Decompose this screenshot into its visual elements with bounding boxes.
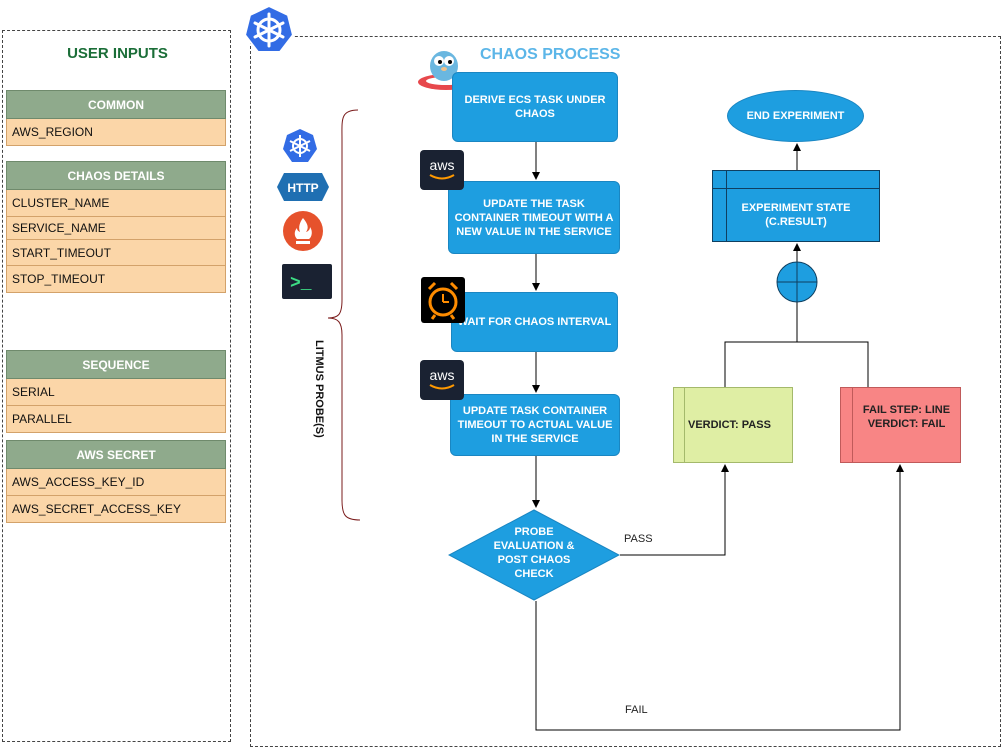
decision-label: PROBE EVALUATION & POST CHAOS CHECK bbox=[493, 526, 575, 580]
experiment-state: EXPERIMENT STATE (C.RESULT) bbox=[712, 170, 880, 242]
input-item: AWS_REGION bbox=[6, 119, 226, 146]
group-common: COMMON AWS_REGION bbox=[6, 90, 226, 146]
alarm-clock-icon bbox=[421, 277, 465, 323]
edge-label-pass: PASS bbox=[624, 533, 653, 545]
divider bbox=[712, 188, 880, 189]
terminal-icon: >_ bbox=[282, 264, 332, 299]
input-item: START_TIMEOUT bbox=[6, 240, 226, 266]
step-wait-interval: WAIT FOR CHAOS INTERVAL bbox=[451, 292, 618, 352]
verdict-fail-result: VERDICT: FAIL bbox=[867, 418, 946, 430]
input-item: AWS_SECRET_ACCESS_KEY bbox=[6, 496, 226, 523]
input-item: SERVICE_NAME bbox=[6, 217, 226, 240]
http-icon: HTTP bbox=[276, 172, 330, 202]
group-header: COMMON bbox=[6, 90, 226, 119]
user-inputs-panel: USER INPUTS bbox=[2, 30, 231, 742]
kubernetes-icon bbox=[282, 128, 318, 164]
verdict-pass: VERDICT: PASS bbox=[673, 387, 793, 463]
group-header: CHAOS DETAILS bbox=[6, 161, 226, 190]
terminal-icon-text: >_ bbox=[290, 274, 312, 294]
experiment-state-label: EXPERIMENT STATE (C.RESULT) bbox=[712, 170, 880, 242]
step-revert-timeout: UPDATE TASK CONTAINER TIMEOUT TO ACTUAL … bbox=[450, 394, 620, 456]
chaos-process-title: CHAOS PROCESS bbox=[480, 46, 621, 63]
http-icon-text: HTTP bbox=[287, 181, 318, 195]
group-sequence: SEQUENCE SERIAL PARALLEL bbox=[6, 350, 226, 433]
step-derive-task: DERIVE ECS TASK UNDER CHAOS bbox=[452, 72, 618, 142]
prometheus-icon bbox=[282, 210, 324, 252]
divider bbox=[684, 387, 685, 463]
step-update-timeout: UPDATE THE TASK CONTAINER TIMEOUT WITH A… bbox=[448, 181, 620, 254]
group-chaos-details: CHAOS DETAILS CLUSTER_NAME SERVICE_NAME … bbox=[6, 161, 226, 293]
verdict-fail: FAIL STEP: LINE VERDICT: FAIL bbox=[840, 387, 961, 463]
input-item: AWS_ACCESS_KEY_ID bbox=[6, 469, 226, 496]
aws-icon: aws bbox=[420, 150, 464, 190]
kubernetes-icon bbox=[243, 4, 295, 56]
group-header: SEQUENCE bbox=[6, 350, 226, 379]
input-item: PARALLEL bbox=[6, 406, 226, 433]
divider bbox=[852, 387, 853, 463]
aws-logo-text: aws bbox=[430, 157, 455, 173]
divider bbox=[726, 170, 727, 242]
input-item: SERIAL bbox=[6, 379, 226, 406]
edge-label-fail: FAIL bbox=[625, 704, 648, 716]
group-aws-secret: AWS SECRET AWS_ACCESS_KEY_ID AWS_SECRET_… bbox=[6, 440, 226, 523]
user-inputs-title: USER INPUTS bbox=[67, 45, 168, 62]
aws-icon: aws bbox=[420, 360, 464, 400]
end-experiment: END EXPERIMENT bbox=[727, 90, 864, 142]
probe-evaluation-decision: PROBE EVALUATION & POST CHAOS CHECK bbox=[448, 509, 620, 601]
aws-logo-text: aws bbox=[430, 367, 455, 383]
input-item: CLUSTER_NAME bbox=[6, 190, 226, 217]
verdict-fail-step: FAIL STEP: LINE bbox=[862, 404, 951, 416]
input-item: STOP_TIMEOUT bbox=[6, 266, 226, 293]
group-header: AWS SECRET bbox=[6, 440, 226, 469]
